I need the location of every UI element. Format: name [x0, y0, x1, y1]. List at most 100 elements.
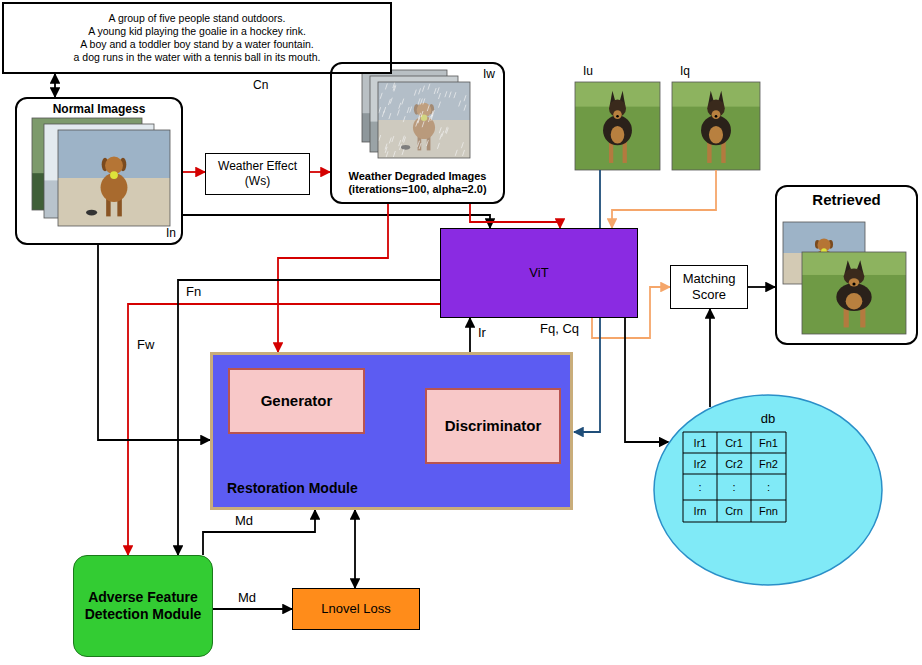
database-shape: [654, 395, 882, 585]
rain-streak: [427, 105, 429, 111]
rain-streak: [464, 105, 466, 111]
table-cell: Ir2: [683, 457, 717, 471]
table-cell: Fn2: [752, 457, 786, 471]
table-cell: Fnn: [752, 504, 786, 518]
caption-label: Cn: [253, 78, 268, 92]
rain-streak: [416, 121, 418, 127]
photo-frame: [575, 82, 660, 170]
box-label: Weather Degraded Images (iterations=100,…: [336, 170, 499, 198]
photo-grass: [802, 252, 906, 334]
caption-text: a dog runs in the water with a tennis ba…: [74, 51, 321, 64]
rain-streak: [464, 95, 466, 101]
rain-streak: [445, 127, 447, 133]
dog-chest: [611, 126, 625, 144]
connector-arrow: [278, 204, 388, 352]
table-cell: :: [717, 480, 751, 494]
rain-streak: [379, 107, 381, 113]
box-label: ViT: [529, 265, 548, 281]
rain-streak: [437, 143, 439, 149]
rain-streak: [389, 138, 391, 144]
loss-box: Lnovel Loss: [292, 588, 420, 630]
rain-streak: [422, 86, 424, 92]
connector-arrow: [354, 510, 356, 588]
rain-streak: [463, 150, 465, 156]
box-label: Iw: [483, 67, 495, 82]
dog-body: [701, 115, 731, 145]
rain-streak: [397, 110, 399, 116]
signal-label: Fn: [184, 285, 203, 299]
table-rule: [683, 474, 786, 475]
photo-frame: [378, 82, 470, 158]
table-cell: Cr2: [717, 457, 751, 471]
box-label: db: [653, 411, 883, 427]
signal-label: Ir: [476, 326, 488, 340]
box-label: Lnovel Loss: [321, 601, 390, 617]
rain-streak: [379, 135, 381, 141]
table-rule: [683, 432, 684, 522]
photo-sky: [58, 130, 170, 178]
caption-box: A group of five people stand outdoors. A …: [2, 2, 392, 74]
rain-streak: [407, 107, 409, 113]
image-set-box: IwWeather Degraded Images (iterations=10…: [330, 62, 505, 204]
photo-frame: [672, 82, 760, 170]
dog-nose: [616, 115, 619, 118]
connector-arrow: [625, 318, 668, 442]
connector-arrow: [310, 171, 330, 173]
rain-streak: [390, 98, 392, 104]
connector-arrow: [470, 204, 560, 228]
rain-streak: [402, 149, 404, 155]
rain-streak: [399, 144, 401, 150]
rain-streak: [428, 84, 430, 90]
rain-streak: [384, 107, 386, 113]
connector-arrow: [54, 74, 56, 97]
rain-streak: [402, 99, 404, 105]
photo: [802, 252, 906, 334]
connector-arrow: [183, 171, 205, 173]
rain-streak: [394, 86, 396, 92]
rain-streak: [439, 127, 441, 133]
caption-text: A boy and a toddler boy stand by a water…: [80, 38, 314, 51]
box-label: Adverse Feature Detection Module: [78, 589, 208, 624]
rain-streak: [437, 87, 439, 93]
caption-text: A group of five people stand outdoors.: [109, 12, 286, 25]
rain-streak: [393, 151, 395, 157]
dog-chest: [709, 126, 723, 144]
rain-streak: [431, 115, 433, 121]
process-box: Weather Effect (Ws): [205, 153, 310, 195]
ball-shadow: [86, 210, 97, 216]
rain-streak: [461, 142, 463, 148]
module-box: Adverse Feature Detection Module: [73, 555, 213, 657]
rain-streak: [419, 143, 421, 149]
connector-arrow: [469, 318, 471, 352]
rain-streak: [414, 90, 416, 96]
rain-streak: [393, 82, 395, 88]
haze-overlay: [378, 82, 470, 158]
table-rule: [683, 432, 786, 433]
box-label: In: [166, 226, 176, 241]
box-label: Retrieved: [777, 191, 916, 210]
rain-streak: [380, 93, 382, 99]
tennis-ball: [110, 171, 118, 179]
signal-label: Fq, Cq: [538, 322, 581, 336]
image-label: Iu: [583, 64, 593, 78]
box-label: Matching Score: [675, 271, 743, 304]
rain-streak: [449, 92, 451, 98]
generator-box: Generator: [228, 368, 365, 434]
rain-streak: [419, 88, 421, 94]
dog-snout: [849, 278, 859, 286]
result-box: Retrieved: [775, 185, 918, 345]
table-rule: [683, 453, 786, 454]
dog-body: [603, 115, 632, 145]
photo: [672, 82, 760, 170]
rain-streak: [421, 111, 423, 117]
input-wire: [612, 170, 716, 228]
table-rule: [683, 500, 786, 501]
photo-grass: [672, 82, 760, 170]
connector-arrow: [98, 245, 210, 440]
rain-streak: [419, 113, 421, 119]
module-title: Restoration Module: [227, 480, 358, 498]
discriminator-box: Discriminator: [425, 388, 561, 464]
rain-streak: [385, 147, 387, 153]
rain-streak: [388, 99, 390, 105]
rain-streak: [420, 99, 422, 105]
